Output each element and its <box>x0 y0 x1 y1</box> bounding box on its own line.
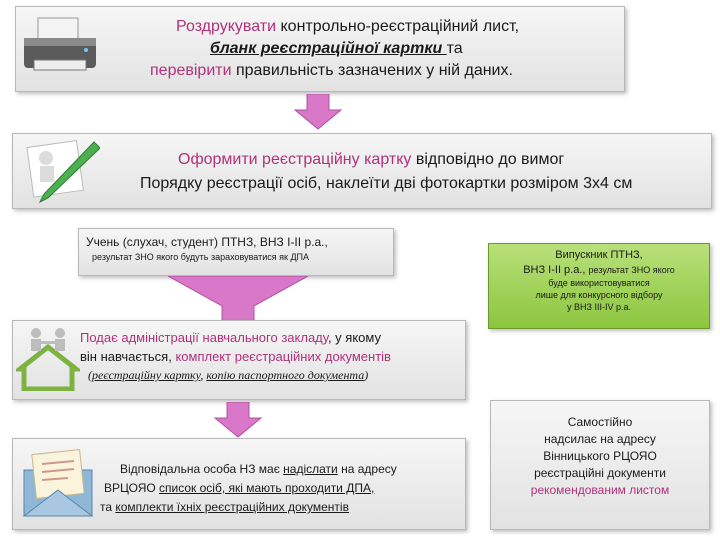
step3-line1: , у якому <box>327 330 381 345</box>
step4-docs-link[interactable]: комплекти їхніх реєстраційних документів <box>115 500 349 514</box>
step4-right-line2: надсилає на адресу <box>544 432 656 446</box>
step4-line1a: Відповідальна особа НЗ має <box>120 462 284 476</box>
step3-box <box>12 320 466 400</box>
branch-right-text: Випускник ПТНЗ, ВНЗ І-ІІ р.а., результат… <box>492 248 706 313</box>
step4-right-text: Самостійно надсилає на адресу Вінницьког… <box>494 414 706 499</box>
house-people-icon <box>16 328 80 391</box>
step4-line3a: та <box>100 500 116 514</box>
pen-icon <box>26 140 100 204</box>
down-arrow-3 <box>213 402 263 438</box>
step4-send-link[interactable]: надіслати <box>283 462 338 476</box>
step4-right-line5: рекомендованим листом <box>530 483 670 497</box>
branch-right-line2b: результат ЗНО якого <box>588 265 675 275</box>
step3-card-link[interactable]: реєстраційну картку <box>92 368 201 382</box>
branch-right-line2a: ВНЗ І-ІІ р.а., <box>523 264 589 276</box>
step2-line2: Порядку реєстрації осіб, наклеїти дві фо… <box>140 175 633 192</box>
step1-line1: контрольно-реєстраційний лист, <box>276 18 520 35</box>
branch-left-subtitle: результат ЗНО якого будуть зараховуватис… <box>92 252 310 262</box>
step3-paren-open: ( <box>88 368 92 382</box>
step2-box <box>12 133 712 209</box>
step3-line2: він навчається, <box>80 349 176 364</box>
step1-box <box>15 6 625 92</box>
step3-paren-close: ) <box>364 368 369 382</box>
printer-icon <box>24 17 96 71</box>
step4-right-line3: Вінницького РЦОЯО <box>543 449 657 463</box>
step1-blank-link[interactable]: бланк реєстраційної картки <box>210 40 447 57</box>
step3-sep: , <box>200 368 207 382</box>
step3-passport-link[interactable]: копію паспортного документа <box>206 368 365 382</box>
step4-left-text: Відповідальна особа НЗ має надіслати на … <box>100 460 460 517</box>
envelope-letter-icon <box>22 449 94 517</box>
step4-list-link[interactable]: список осіб, які мають проходити ДПА, <box>159 481 375 495</box>
down-arrow-1 <box>293 94 343 130</box>
step2-action: Оформити реєстраційну картку <box>178 151 412 168</box>
step4-right-line4: реєстраційні документи <box>534 466 666 480</box>
step3-pink1: Подає адміністрації навчального закладу <box>80 330 328 345</box>
branch-right-line3: буде використовуватися <box>548 278 650 288</box>
step1-action: Роздрукувати <box>176 18 277 35</box>
step3-pink2: комплект реєстраційних документів <box>175 349 391 364</box>
branch-left-title: Учень (слухач, студент) ПТНЗ, ВНЗ І-ІІ р… <box>86 235 328 249</box>
funnel-arrow <box>168 276 308 322</box>
step1-line3: правильність зазначених у ній даних. <box>231 62 513 79</box>
branch-left-box <box>78 228 394 276</box>
step4-line1c: на адресу <box>337 462 397 476</box>
step2-line1: відповідно до вимог <box>411 151 565 168</box>
branch-right-line1: Випускник ПТНЗ, <box>555 249 643 261</box>
branch-right-line4: лише для конкурсного відбору <box>535 290 663 300</box>
step4-right-line1: Самостійно <box>567 415 633 429</box>
step3-text: Подає адміністрації навчального закладу,… <box>80 328 464 385</box>
step1-text: Роздрукувати контрольно-реєстраційний ли… <box>110 16 610 82</box>
step4-line2a: ВРЦОЯО <box>104 481 160 495</box>
step1-line2: та <box>446 40 463 57</box>
step2-text: Оформити реєстраційну картку відповідно … <box>110 148 710 196</box>
branch-left-text: Учень (слухач, студент) ПТНЗ, ВНЗ І-ІІ р… <box>86 234 390 264</box>
step4-right-box <box>490 400 710 530</box>
step1-action2: перевірити <box>150 62 232 79</box>
branch-right-box <box>488 243 710 329</box>
branch-right-line5: у ВНЗ ІІІ-ІV р.а. <box>567 302 631 312</box>
